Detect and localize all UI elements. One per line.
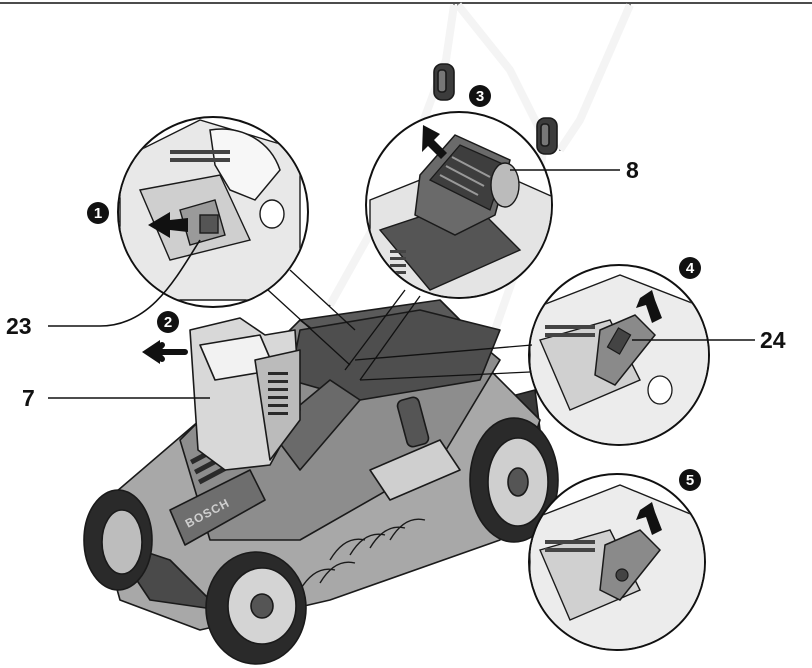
callout-24: 24 [760,327,786,353]
svg-text:2: 2 [164,314,172,331]
callout-23: 23 [6,313,32,339]
detail-circle-step4 [528,264,710,446]
svg-text:4: 4 [686,260,695,277]
step-marker-5: 5 [679,469,701,491]
callout-8: 8 [626,157,639,183]
step-marker-4: 4 [679,257,701,279]
arrow-push-down-icon [422,125,447,159]
detail-connectors [267,269,533,381]
svg-text:1: 1 [94,205,102,222]
arrow-push-left-icon [148,212,188,238]
leader-23-curve [99,239,201,327]
step-marker-3: 3 [469,85,491,107]
wheel-rear-right [469,417,559,543]
detail-circle-step5 [528,473,706,651]
step-marker-2: 2 [157,311,179,333]
detail-circle-step1 [117,116,309,308]
svg-text:5: 5 [686,472,694,489]
step-marker-1: 1 [87,202,109,224]
arrow-press-down-icon [636,290,662,323]
svg-text:3: 3 [476,88,484,105]
arrow-head-left [142,340,160,364]
detail-circle-step3 [365,111,553,299]
deck-ribs [299,518,426,591]
arrow-press-down-icon [636,502,662,535]
callout-7: 7 [22,385,35,411]
wheel-front-right [205,551,307,665]
wheel-front-left [83,489,153,591]
battery-cover [189,317,301,471]
